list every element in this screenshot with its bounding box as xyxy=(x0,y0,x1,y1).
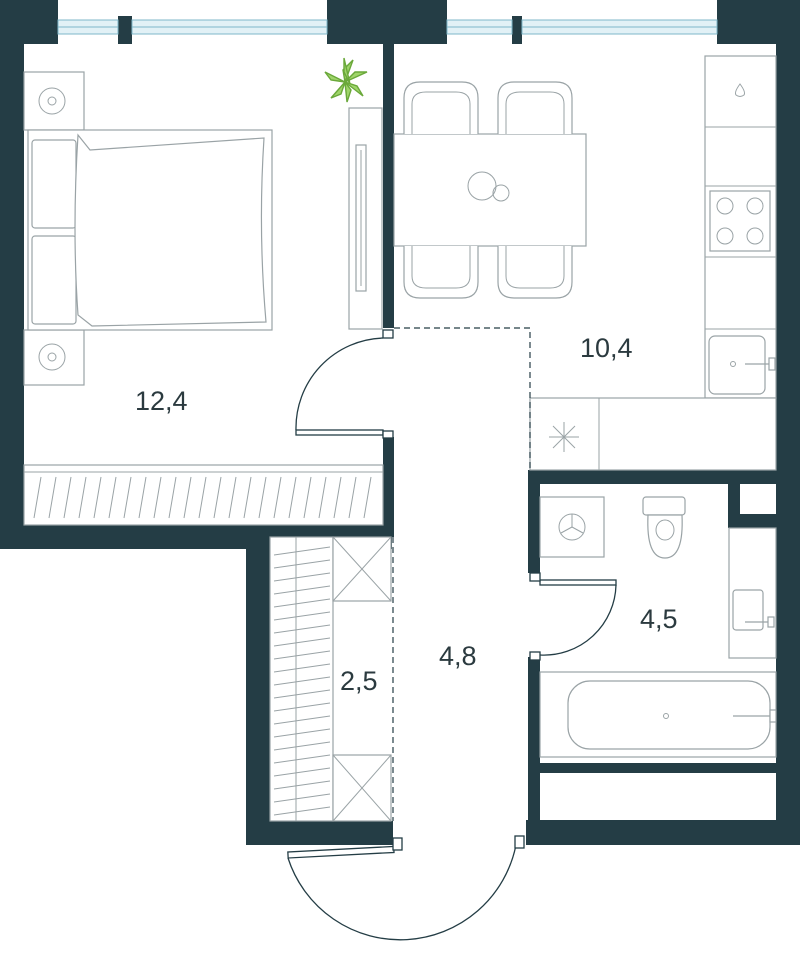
chair-top-right xyxy=(497,81,573,134)
windows xyxy=(57,19,718,35)
kitchen-furniture xyxy=(393,55,777,471)
kitchen-window-1 xyxy=(446,19,513,35)
nightstand-top xyxy=(23,71,85,131)
hanger-line xyxy=(273,754,331,764)
bathroom-fixtures xyxy=(539,496,777,758)
hanger-line xyxy=(273,702,331,712)
hanger-line xyxy=(273,780,331,790)
washing-machine-icon xyxy=(539,496,605,558)
washbasin-icon xyxy=(728,527,777,659)
hanger-line xyxy=(183,476,192,519)
kitchen-window-2 xyxy=(521,19,718,35)
bedroom-wardrobe xyxy=(23,464,384,526)
hanger-line xyxy=(243,476,252,519)
hanger-line xyxy=(363,476,372,519)
bedroom-window-2 xyxy=(131,19,328,35)
chair-top-left xyxy=(403,81,479,134)
kitchen-bottom-counter xyxy=(529,397,777,471)
hanger-line xyxy=(273,585,331,595)
hanger-line xyxy=(273,715,331,725)
hanger-line xyxy=(63,476,72,519)
hanger-line xyxy=(348,476,357,519)
bathroom-door xyxy=(529,572,617,661)
hanger-line xyxy=(273,676,331,686)
wardrobe-area-label: 2,5 xyxy=(340,666,378,696)
hanger-line xyxy=(108,476,117,519)
kitchen-area-label: 10,4 xyxy=(580,333,633,363)
toilet-icon xyxy=(642,496,686,559)
plant-icon xyxy=(324,57,368,103)
chair-bottom-right xyxy=(497,246,573,299)
hanger-line xyxy=(273,546,331,556)
hanger-line xyxy=(228,476,237,519)
hanger-line xyxy=(273,793,331,803)
hanger-line xyxy=(273,663,331,673)
hanger-line xyxy=(273,637,331,647)
hanger-line xyxy=(318,476,327,519)
storage-box-top xyxy=(332,536,392,602)
chair-bottom-left xyxy=(403,246,479,299)
hanger-line xyxy=(303,476,312,519)
hanger-line xyxy=(273,650,331,660)
entrance-door xyxy=(287,835,525,941)
hanger-line xyxy=(273,572,331,582)
walls xyxy=(0,0,800,845)
hanger-line xyxy=(273,689,331,699)
hanger-line xyxy=(273,476,282,519)
hanger-line xyxy=(273,611,331,621)
hanger-line xyxy=(288,476,297,519)
kitchen-boundary xyxy=(394,327,531,470)
bedroom-window-1 xyxy=(57,19,119,35)
water-drop-icon xyxy=(735,83,745,97)
hanger-line xyxy=(273,741,331,751)
hanger-line xyxy=(273,728,331,738)
hanger-line xyxy=(78,476,87,519)
hanger-line xyxy=(273,559,331,569)
hanger-line xyxy=(138,476,147,519)
bedroom-door xyxy=(295,329,394,439)
bedroom-area-label: 12,4 xyxy=(135,386,188,416)
hanger-line xyxy=(213,476,222,519)
hanger-line xyxy=(168,476,177,519)
hanger-line xyxy=(273,767,331,777)
hanger-line xyxy=(273,806,331,816)
fridge-snowflake-icon xyxy=(549,422,579,452)
hanger-line xyxy=(33,476,42,519)
hanger-line xyxy=(198,476,207,519)
bathtub-icon xyxy=(539,671,777,758)
double-bed xyxy=(27,129,273,331)
walk-in-wardrobe xyxy=(269,536,394,822)
hanger-line xyxy=(333,476,342,519)
hallway-area-label: 4,8 xyxy=(439,641,477,671)
stove-icon xyxy=(709,190,771,252)
storage-box-bottom xyxy=(332,754,392,822)
hanger-line xyxy=(48,476,57,519)
tv-console xyxy=(348,107,383,330)
bedroom-furniture xyxy=(23,57,384,526)
sink-icon xyxy=(708,335,776,395)
hanger-line xyxy=(153,476,162,519)
dining-table xyxy=(393,133,587,247)
hanger-line xyxy=(93,476,102,519)
hanger-line xyxy=(123,476,132,519)
hanger-line xyxy=(273,598,331,608)
bathroom-area-label: 4,5 xyxy=(640,604,678,634)
hanger-line xyxy=(258,476,267,519)
nightstand-bottom xyxy=(23,329,85,386)
hanger-line xyxy=(273,624,331,634)
